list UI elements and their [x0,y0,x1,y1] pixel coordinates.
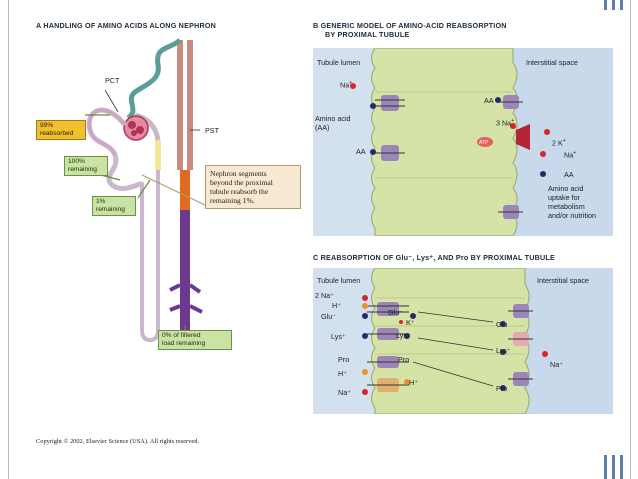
panel-c-diagram [313,268,613,414]
c-na-right: Na⁺ [550,360,563,369]
panel-b-title-line-2: BY PROXIMAL TUBULE [325,30,410,39]
b-amino-acid-line-2: (AA) [315,123,330,132]
c-h-top: H⁺ [332,301,341,310]
c-pro-right: Pro [496,384,508,393]
decor-bar-bot-2 [612,455,615,479]
note-box: Nephron segments beyond the proximal tub… [205,165,301,209]
b-two-k: 2 K+ [552,138,566,148]
panel-a-title: A HANDLING OF AMINO ACIDS ALONG NEPHRON [36,21,217,30]
remaining1-pct: 1% [96,198,106,205]
b-three-na: 3 Na+ [496,118,515,128]
c-pro-mid: Pro [398,355,410,364]
box-1-remaining: 1% remaining [92,196,136,216]
note-line-3: tubule reabsorb the [210,187,269,196]
b-uptake-line-4: and/or nutrition [548,211,596,220]
c-glu-minus-left: Glu⁻ [321,312,336,321]
panel-b-title-line-1: B GENERIC MODEL OF AMINO-ACID REABSORPTI… [313,21,507,30]
copyright: Copyright © 2002, Elsevier Science (USA)… [36,438,199,445]
b-uptake: Amino acid uptake for metabolism and/or … [548,184,596,220]
c-h-left: H⁺ [338,369,347,378]
c-lys-mid: Lys⁺ [396,331,411,340]
b-uptake-line-1: Amino acid [548,184,584,193]
decor-bar-bot-3 [620,455,623,479]
filtered-line-1: 0% of filtered [162,332,201,339]
panel-b-title: B GENERIC MODEL OF AMINO-ACID REABSORPTI… [313,21,507,39]
c-glu-minus-right: Glu⁻ [388,308,403,317]
panel-b-diagram: ATP [313,48,613,236]
b-na-right: Na+ [564,150,577,160]
c-two-na: 2 Na⁺ [315,291,334,300]
atp-label: ATP [479,140,489,146]
filtered-line-2: load remaining [162,340,206,347]
note-line-1: Nephron segments [210,169,267,178]
b-tubule-lumen: Tubule lumen [317,58,361,67]
c-k: K⁺ [406,318,415,327]
b-interstitial: Interstitial space [526,58,578,67]
c-lys-left: Lys⁺ [331,332,346,341]
box-100-remaining: 100% remaining [64,156,108,176]
decor-bar-top-1 [604,0,607,10]
b-amino-acid: Amino acid (AA) [315,114,351,132]
label-pct: PCT [105,76,120,85]
b-aa-left: AA [356,147,366,156]
reabsorbed-text: reabsorbed [40,130,74,137]
c-interstitial: Interstitial space [537,276,589,285]
note-line-4: remaining 1%. [210,196,255,205]
b-uptake-line-2: uptake for [548,193,580,202]
panel-c-title: C REABSORPTION OF Glu⁻, Lys⁺, AND Pro BY… [313,253,556,262]
c-pro-left: Pro [338,355,350,364]
decor-bar-top-2 [612,0,615,10]
c-tubule-lumen: Tubule lumen [317,276,361,285]
c-glu-right: Glu [496,320,508,329]
b-aa-right-top: AA [484,96,494,105]
c-lys-right: Lys⁺ [496,346,511,355]
decor-bar-top-3 [620,0,623,10]
b-uptake-line-3: metabolism [548,202,585,211]
remaining100-pct: 100% [68,158,85,165]
reabsorbed-pct: 99% [40,122,54,129]
box-filtered-remaining: 0% of filtered load remaining [158,330,232,350]
b-amino-acid-line-1: Amino acid [315,114,351,123]
c-na-bottom: Na⁺ [338,388,351,397]
decor-bar-bot-1 [604,455,607,479]
c-h-right: H⁺ [409,378,418,387]
note-line-2: beyond the proximal [210,178,273,187]
remaining100-text: remaining [68,166,97,173]
decor-bar-right [630,0,631,479]
b-na-top: Na+ [340,80,353,90]
box-reabsorbed: 99% reabsorbed [36,120,86,140]
nephron-diagram [81,38,206,343]
label-pst: PST [205,126,219,135]
b-aa-right-bottom: AA [564,170,574,179]
decor-bar-left [8,0,9,479]
remaining1-text: remaining [96,206,125,213]
